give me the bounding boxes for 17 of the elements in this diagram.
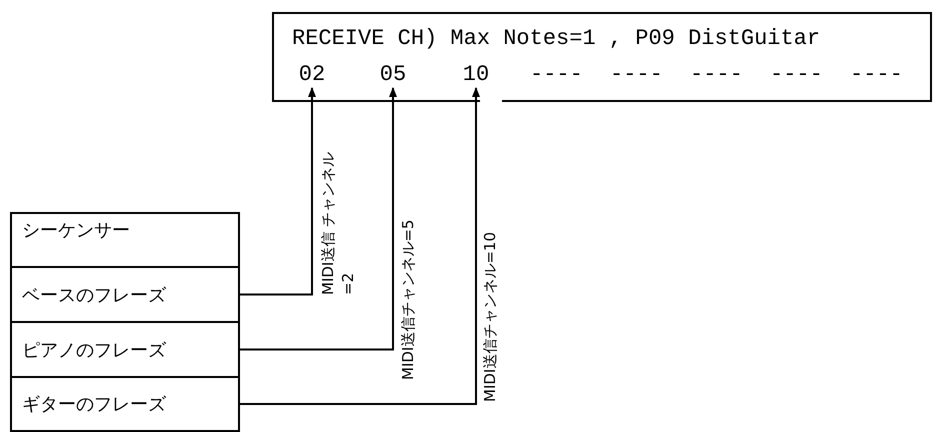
empty-channel-slot: ---- xyxy=(770,62,823,88)
phrase-cell: ベースのフレーズ xyxy=(10,266,240,323)
arrow xyxy=(240,87,480,405)
phrase-cell: ピアノのフレーズ xyxy=(10,321,240,378)
arrow xyxy=(240,87,316,296)
channel-number: 02 xyxy=(296,62,328,88)
empty-channel-slot: ---- xyxy=(610,62,663,88)
empty-channel-slot: ---- xyxy=(530,62,583,88)
arrow xyxy=(240,87,397,350)
channel-number: 05 xyxy=(377,62,409,88)
phrase-cell: ギターのフレーズ xyxy=(10,376,240,432)
channel-number: 10 xyxy=(460,62,492,88)
empty-channel-slot: ---- xyxy=(690,62,743,88)
display-text: RECEIVE CH) Max Notes=1 , P09 DistGuitar xyxy=(292,26,820,51)
sequencer-cell: シーケンサー xyxy=(10,212,240,268)
empty-channel-slot: ---- xyxy=(850,62,903,88)
display-box xyxy=(272,12,932,102)
